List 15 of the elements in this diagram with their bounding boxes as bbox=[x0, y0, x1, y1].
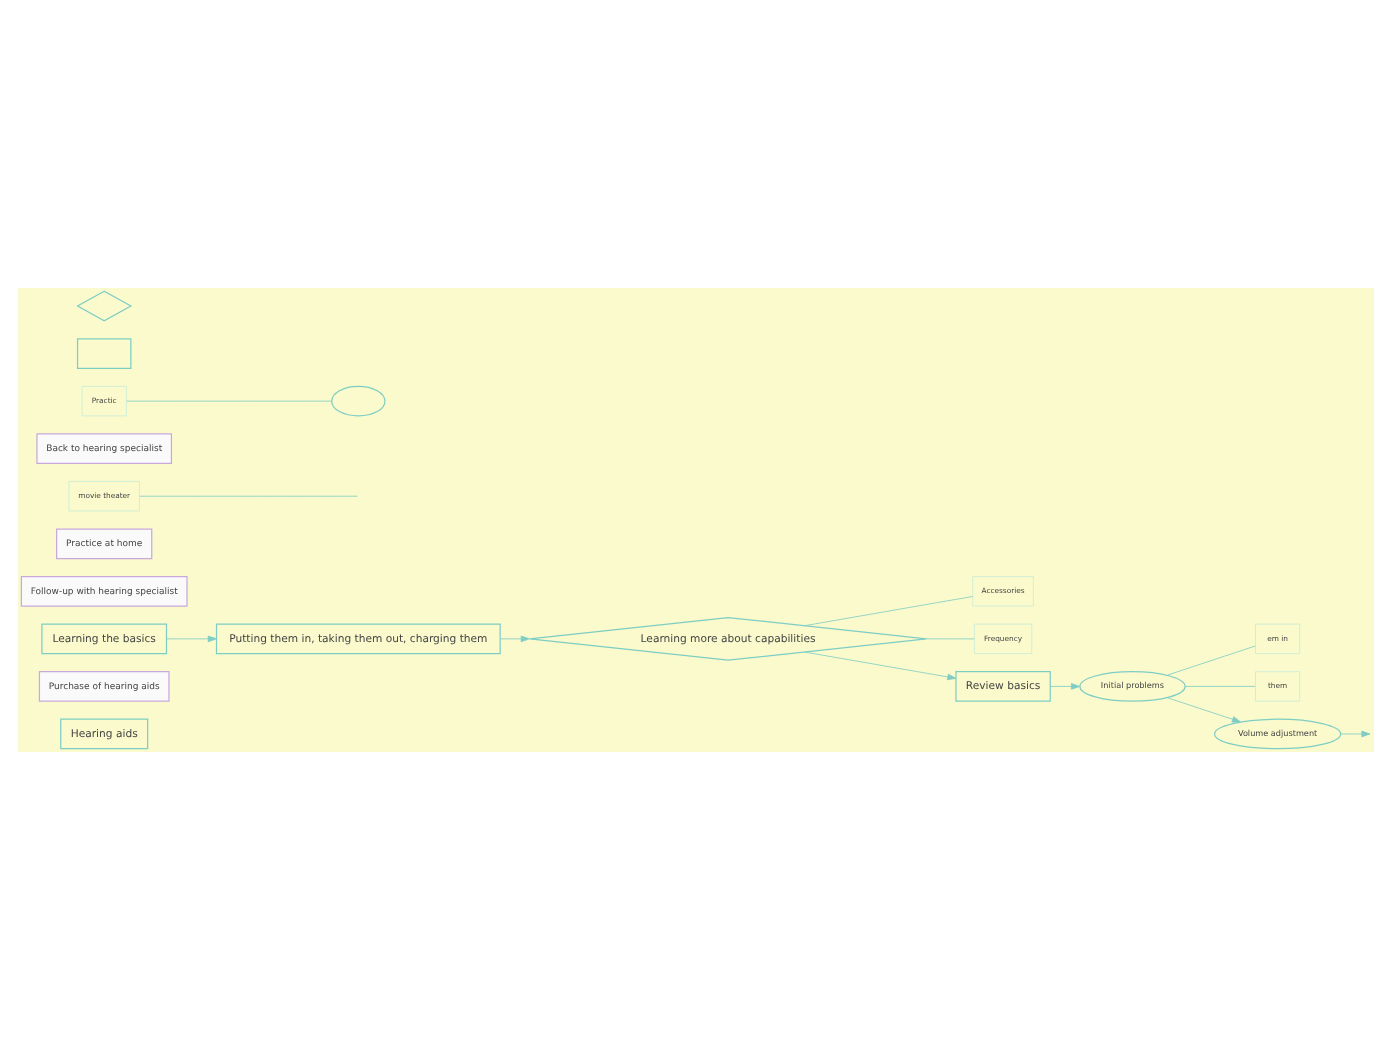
node-ellipse bbox=[331, 385, 386, 417]
arrow bbox=[500, 635, 530, 643]
connector bbox=[926, 638, 975, 640]
node-box bbox=[76, 338, 132, 369]
connector bbox=[1166, 645, 1256, 676]
arrow bbox=[1340, 730, 1371, 738]
arrow bbox=[1050, 683, 1080, 690]
connector bbox=[126, 400, 332, 402]
node-diamond bbox=[76, 290, 133, 322]
arrow bbox=[804, 651, 957, 681]
arrow bbox=[1166, 697, 1241, 723]
connector bbox=[139, 495, 358, 497]
arrow bbox=[166, 635, 217, 643]
connector bbox=[804, 596, 974, 627]
connector bbox=[1185, 686, 1256, 687]
